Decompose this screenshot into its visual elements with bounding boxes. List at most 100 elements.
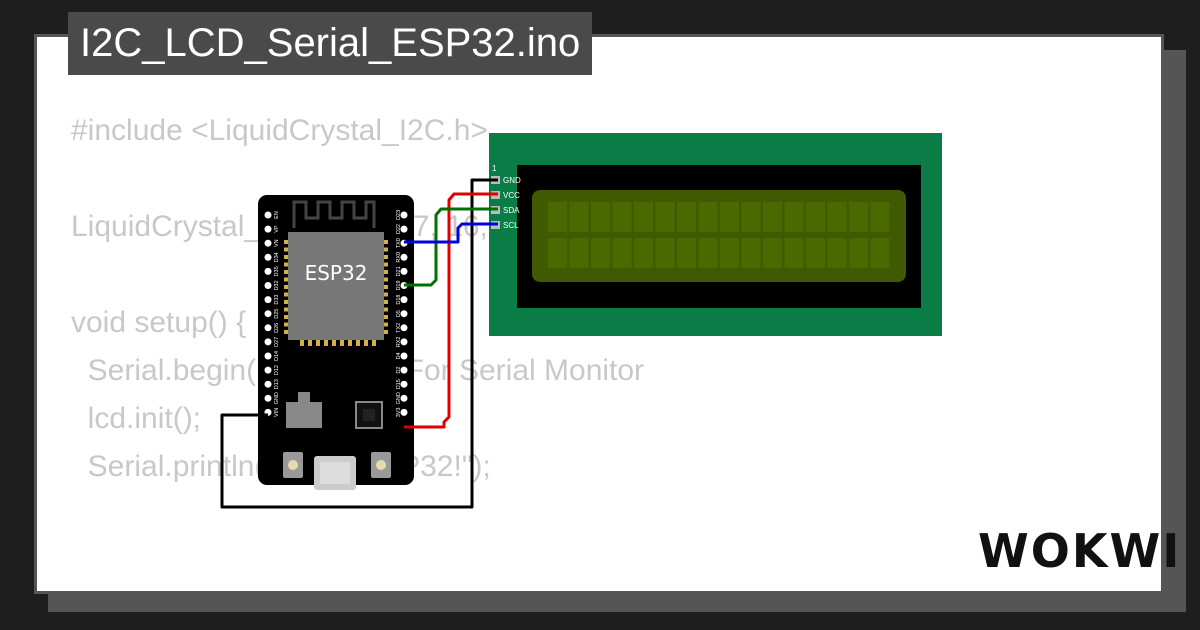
- module-pad: [284, 240, 288, 244]
- lcd-cell: [698, 238, 718, 268]
- lcd-cell: [763, 202, 782, 232]
- lcd-cell: [569, 238, 589, 268]
- esp32-pin-d35[interactable]: [263, 266, 273, 276]
- module-pad: [384, 240, 388, 244]
- esp32-pin-label: EN: [274, 211, 280, 219]
- esp32-pin-label: TX0: [396, 238, 402, 248]
- esp32-pin-d4[interactable]: [399, 351, 409, 361]
- module-pad: [300, 340, 304, 346]
- esp32-pin-d22[interactable]: [399, 224, 409, 234]
- esp32-pin-label: VIN: [274, 408, 280, 417]
- module-pad: [348, 340, 352, 346]
- esp32-pin-label: D12: [274, 365, 280, 375]
- esp32-pin-d26[interactable]: [263, 323, 273, 333]
- module-pad: [284, 330, 288, 334]
- lcd-cell: [591, 202, 610, 232]
- module-pad: [284, 277, 288, 282]
- esp32-chip-label: ESP32: [305, 261, 368, 285]
- lcd-cell: [720, 202, 739, 232]
- module-pad: [372, 340, 376, 346]
- esp32-pin-d15[interactable]: [399, 379, 409, 389]
- esp32-pin-rx2[interactable]: [399, 337, 409, 347]
- lcd-pin-label: GND: [503, 176, 521, 185]
- lcd-pin-label: SCL: [503, 221, 519, 230]
- module-pad: [384, 315, 388, 319]
- lcd-cell: [677, 202, 696, 232]
- esp32-pin-d18[interactable]: [399, 295, 409, 305]
- esp32-pin-d33[interactable]: [263, 295, 273, 305]
- esp32-pin-d12[interactable]: [263, 365, 273, 375]
- esp32-pin-label: D13: [274, 379, 280, 389]
- esp32-pin-3v3[interactable]: [399, 407, 409, 417]
- esp32-pin-d14[interactable]: [263, 351, 273, 361]
- esp32-pin-label: D26: [274, 323, 280, 333]
- lcd-character-cells: [548, 202, 890, 268]
- lcd-pin-label: SDA: [503, 206, 520, 215]
- module-pad: [284, 285, 288, 289]
- lcd-cell: [612, 238, 632, 268]
- lcd-cell: [827, 238, 847, 268]
- module-pad: [308, 340, 312, 346]
- esp32-pin-rx0[interactable]: [399, 252, 409, 262]
- module-pad: [284, 292, 288, 297]
- module-pad: [384, 322, 388, 327]
- module-pad: [284, 322, 288, 327]
- esp32-pin-d13[interactable]: [263, 379, 273, 389]
- esp32-pin-d34[interactable]: [263, 252, 273, 262]
- esp32-pin-d5[interactable]: [399, 309, 409, 319]
- esp32-pin-label: D35: [274, 266, 280, 276]
- esp32-pin-vp[interactable]: [263, 224, 273, 234]
- esp32-pin-d2[interactable]: [399, 365, 409, 375]
- esp32-pin-d23[interactable]: [399, 210, 409, 220]
- module-pad: [384, 255, 388, 259]
- voltage-regulator: [286, 402, 322, 428]
- esp32-pin-label: D4: [396, 352, 402, 359]
- esp32-pin-d21[interactable]: [399, 266, 409, 276]
- lcd-cell: [655, 238, 675, 268]
- code-line: void setup() {: [71, 306, 247, 339]
- boot-button-icon[interactable]: [371, 452, 391, 478]
- esp32-pin-d25[interactable]: [263, 309, 273, 319]
- esp32-pin-label: D32: [274, 280, 280, 290]
- en-button-icon[interactable]: [283, 452, 303, 478]
- module-pad: [384, 330, 388, 334]
- esp32-pin-label: RX2: [396, 337, 402, 348]
- module-pad: [384, 277, 388, 282]
- esp32-pins: ENVPVND34D35D32D33D25D26D27D14D12D13GNDV…: [263, 210, 409, 418]
- esp32-pin-tx2[interactable]: [399, 323, 409, 333]
- module-pad: [384, 262, 388, 267]
- lcd-cell: [720, 238, 739, 268]
- lcd-cell: [677, 238, 696, 268]
- lcd-cell: [548, 238, 567, 268]
- module-pad: [284, 315, 288, 319]
- esp32-pin-label: D14: [274, 351, 280, 361]
- module-pad: [364, 340, 368, 346]
- esp32-pin-gnd[interactable]: [263, 393, 273, 403]
- esp32-pin-d27[interactable]: [263, 337, 273, 347]
- esp32-pin-label: GND: [274, 392, 280, 404]
- lcd-cell: [784, 202, 804, 232]
- esp32-pin-d32[interactable]: [263, 281, 273, 290]
- esp32-pin-en[interactable]: [263, 210, 273, 220]
- esp32-pin-label: D21: [396, 266, 402, 276]
- lcd-cell: [634, 238, 653, 268]
- module-pad: [384, 270, 388, 274]
- lcd-cell: [591, 238, 610, 268]
- esp32-pin-label: 3V3: [396, 408, 402, 418]
- module-pad: [324, 340, 328, 346]
- lcd-cell: [763, 238, 782, 268]
- esp32-board[interactable]: ESP32 ENVPVND34D35D32D33D25D26D27D14D12D…: [258, 195, 414, 490]
- lcd-cell: [634, 202, 653, 232]
- lcd-cell: [806, 202, 825, 232]
- esp32-pin-gnd[interactable]: [399, 393, 409, 403]
- esp32-pin-vn[interactable]: [263, 238, 273, 248]
- lcd-cell: [849, 202, 868, 232]
- module-pad: [284, 307, 288, 312]
- esp32-pin-label: D19: [396, 280, 402, 290]
- esp32-pin-label: D2: [396, 367, 402, 374]
- project-title[interactable]: I2C_LCD_Serial_ESP32.ino: [68, 12, 593, 75]
- lcd-cell: [655, 202, 675, 232]
- code-line: lcd.init();: [71, 402, 202, 435]
